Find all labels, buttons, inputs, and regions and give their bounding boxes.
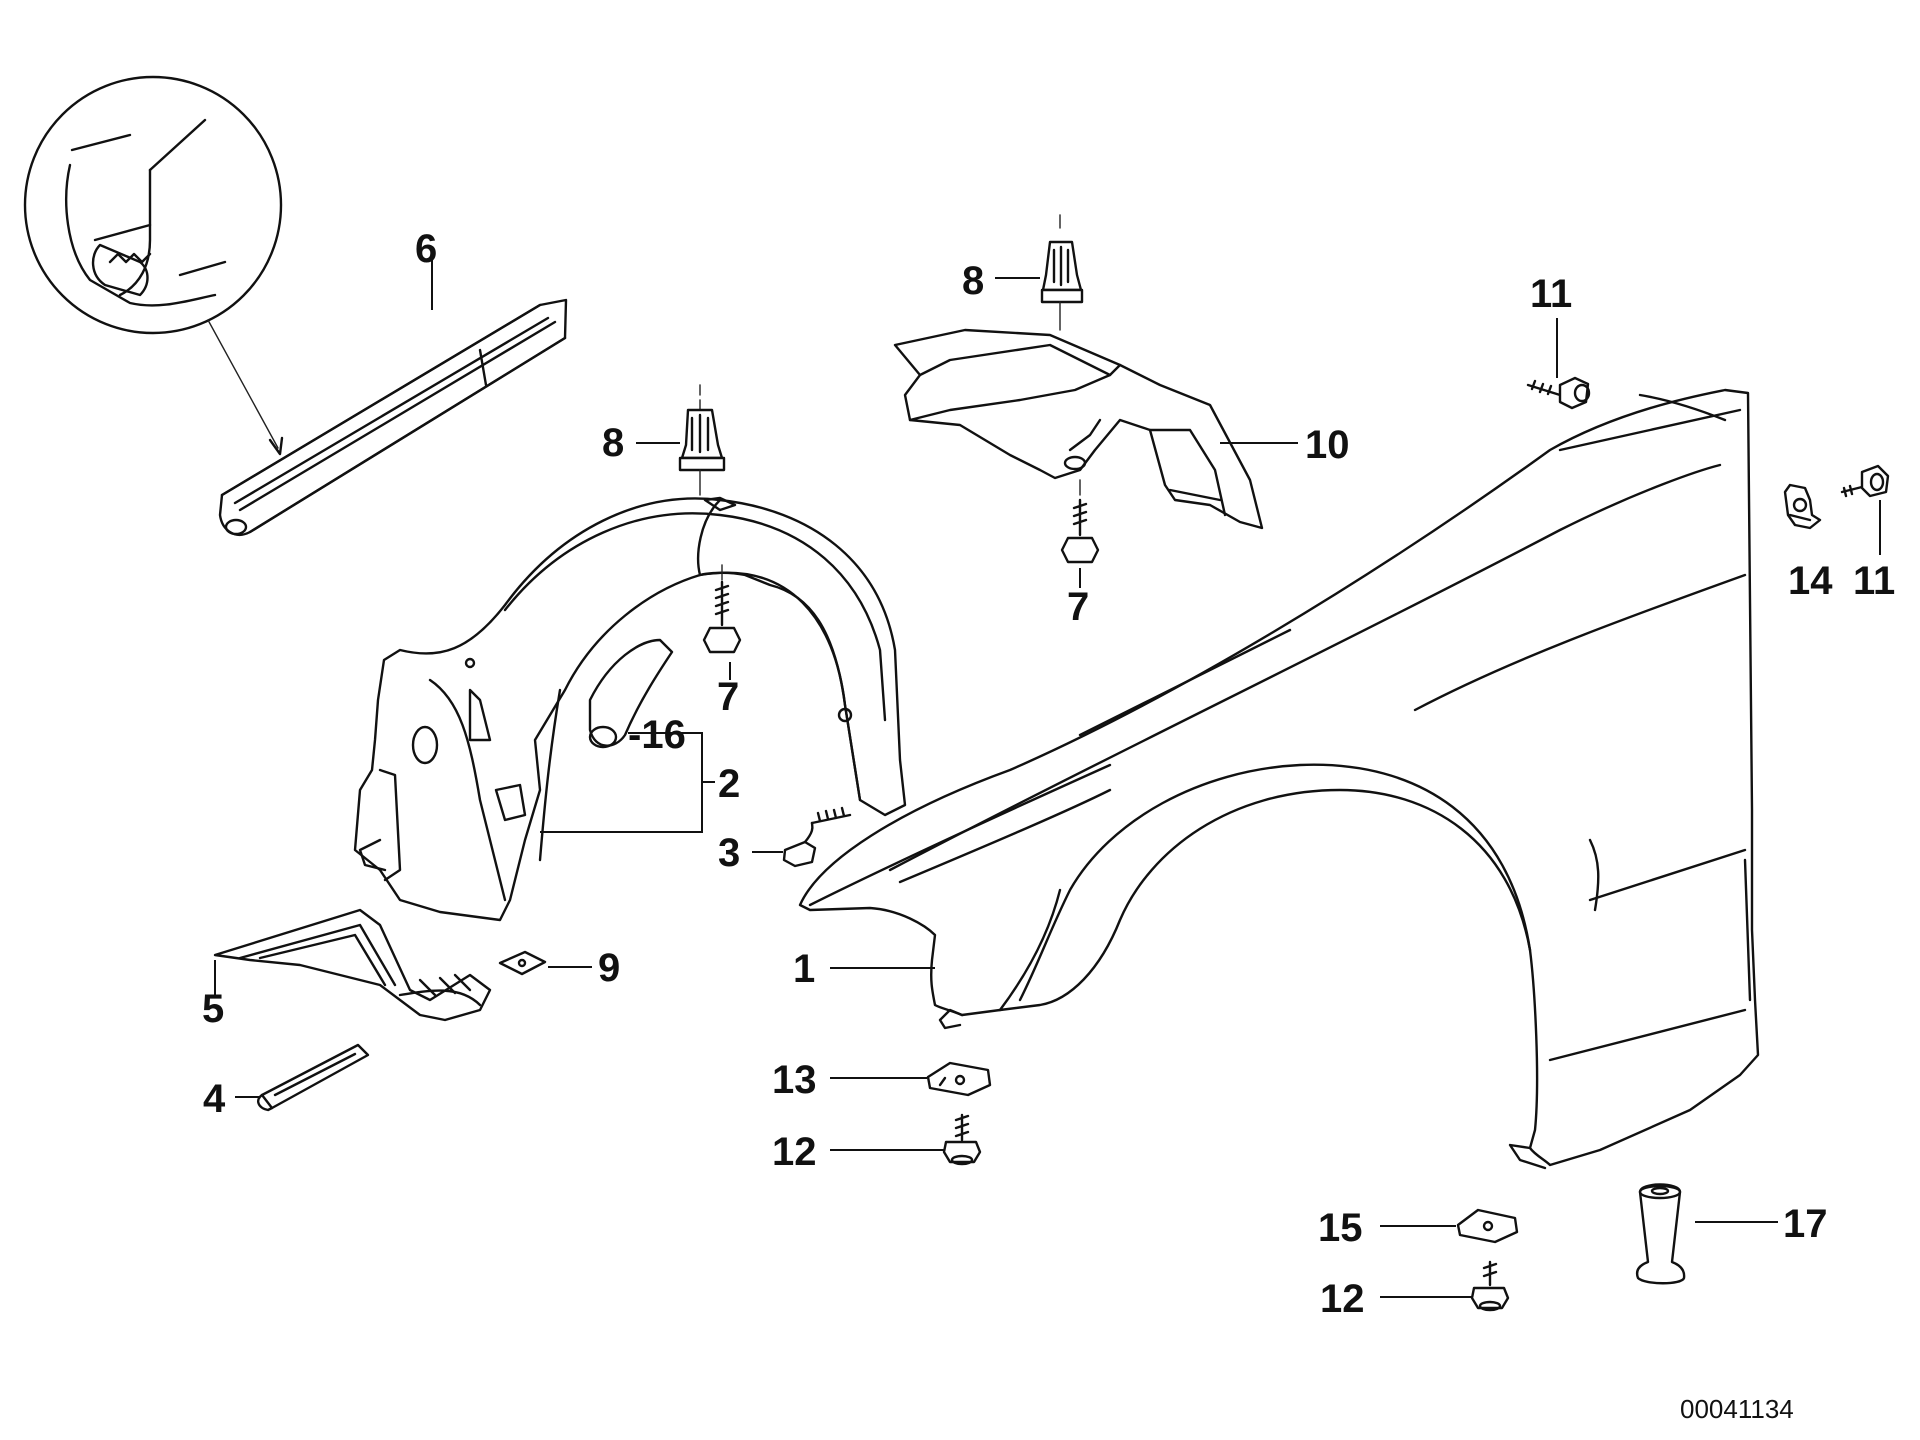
part-5-bracket bbox=[213, 908, 492, 1022]
part-16-seal bbox=[588, 638, 674, 749]
callout-7-right: 7 bbox=[1067, 585, 1089, 629]
callout-10: 10 bbox=[1305, 423, 1350, 467]
callout-16: -16 bbox=[628, 713, 686, 757]
part-2-wheel-arch-liner bbox=[353, 496, 907, 922]
part-9-nut-clip bbox=[498, 950, 592, 976]
callout-2: 2 bbox=[718, 762, 740, 806]
callout-12-middle: 12 bbox=[772, 1130, 817, 1174]
part-11-screw-right bbox=[1840, 464, 1890, 555]
part-17-plug bbox=[1635, 1183, 1778, 1285]
callout-15: 15 bbox=[1318, 1206, 1363, 1250]
callout-7-left: 7 bbox=[717, 675, 739, 719]
callout-11-right: 11 bbox=[1853, 559, 1895, 603]
seal-detail-magnifier bbox=[23, 75, 284, 456]
callout-9: 9 bbox=[598, 946, 620, 990]
part-14-nut-clip bbox=[1783, 483, 1822, 530]
part-8-clip-right bbox=[995, 214, 1084, 331]
callout-5: 5 bbox=[202, 987, 224, 1031]
callout-6: 6 bbox=[415, 227, 437, 271]
part-3-screw bbox=[752, 806, 852, 868]
callout-17: 17 bbox=[1783, 1202, 1828, 1246]
part-10-inner-shield bbox=[893, 328, 1298, 530]
part-1-fender bbox=[798, 388, 1760, 1170]
part-11-screw-top bbox=[1526, 318, 1591, 410]
part-7-screw-right bbox=[1060, 479, 1100, 588]
part-4-strip bbox=[235, 1043, 370, 1112]
part-7-screw-left bbox=[702, 564, 742, 680]
part-8-clip-left bbox=[636, 384, 726, 496]
diagram-number: 00041134 bbox=[1680, 1394, 1794, 1424]
part-15-clip-nut bbox=[1380, 1208, 1519, 1244]
callout-11-top: 11 bbox=[1530, 272, 1572, 316]
callout-1: 1 bbox=[793, 947, 815, 991]
part-12-screw-middle bbox=[830, 1113, 982, 1166]
callout-14: 14 bbox=[1788, 559, 1833, 603]
callout-13: 13 bbox=[772, 1058, 817, 1102]
callout-8-left: 8 bbox=[602, 421, 624, 465]
part-12-screw-bottom bbox=[1380, 1260, 1510, 1312]
part-13-clip-nut bbox=[830, 1061, 992, 1097]
callout-12-bottom: 12 bbox=[1320, 1277, 1365, 1321]
callout-labels: 1 2 3 4 5 6 7 7 8 8 9 10 11 11 12 12 13 … bbox=[202, 227, 1895, 1321]
part-6-seal-strip bbox=[218, 258, 568, 537]
callout-3: 3 bbox=[718, 831, 740, 875]
callout-4: 4 bbox=[203, 1077, 226, 1121]
callout-8-right: 8 bbox=[962, 259, 984, 303]
